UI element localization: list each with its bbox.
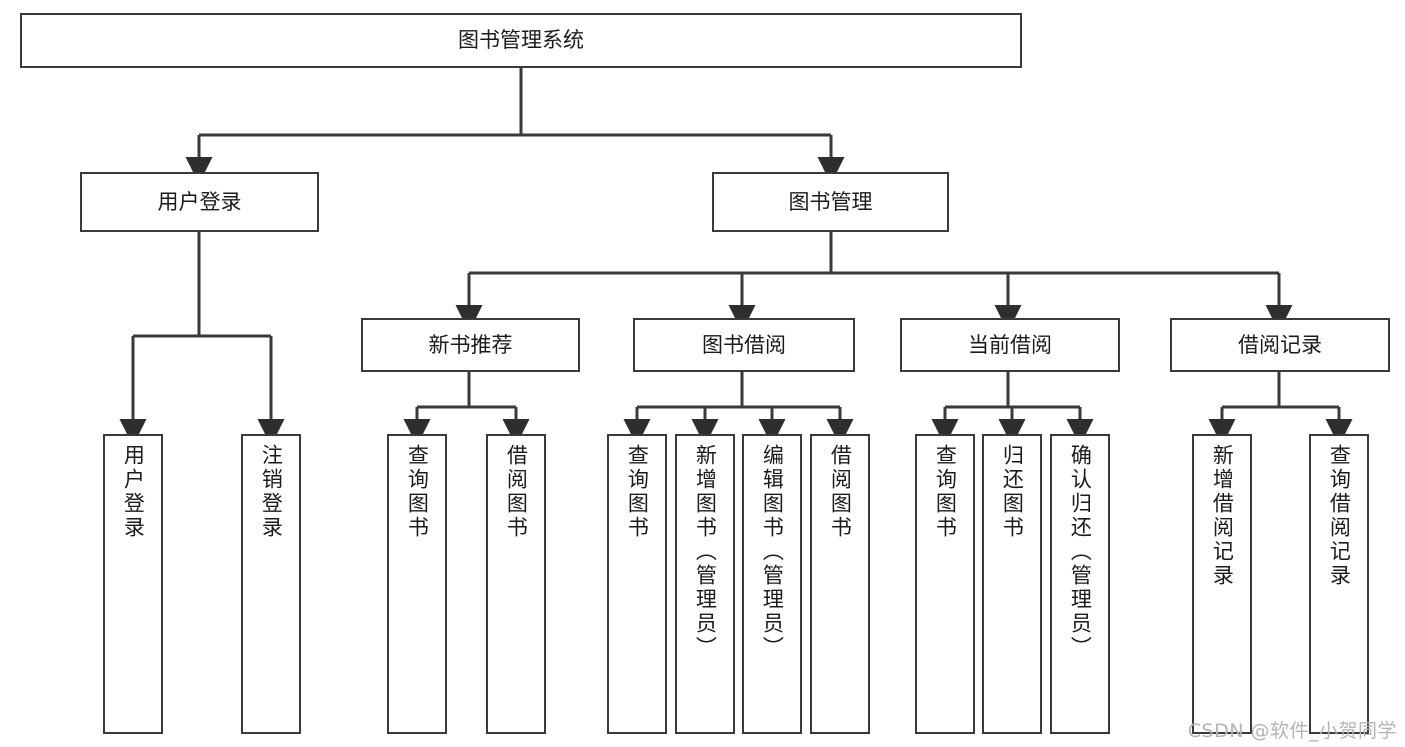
node-current-borrow-label: 当前借阅	[968, 332, 1052, 357]
node-leaf-return-book[interactable]: 归还图书	[982, 434, 1042, 734]
node-leaf-query-book-borrow[interactable]: 查询图书	[607, 434, 667, 734]
node-leaf-query-borrow-record[interactable]: 查询借阅记录	[1309, 434, 1369, 734]
node-user-login-label: 用户登录	[157, 189, 242, 214]
node-new-book-recommend[interactable]: 新书推荐	[361, 318, 580, 372]
node-leaf-return-book-label: 归还图书	[1000, 444, 1025, 540]
node-leaf-confirm-return-admin[interactable]: 确认归还（管理员）	[1050, 434, 1110, 734]
node-user-login[interactable]: 用户登录	[80, 172, 319, 232]
node-leaf-logout-label: 注销登录	[259, 444, 284, 540]
node-leaf-query-book-current[interactable]: 查询图书	[915, 434, 975, 734]
node-leaf-borrow-book-newbook[interactable]: 借阅图书	[486, 434, 546, 734]
node-leaf-borrow-book[interactable]: 借阅图书	[810, 434, 870, 734]
node-leaf-add-book-admin-label: 新增图书（管理员）	[693, 444, 718, 660]
node-leaf-add-book-admin[interactable]: 新增图书（管理员）	[675, 434, 735, 734]
node-leaf-query-book-current-label: 查询图书	[933, 444, 958, 540]
node-book-management-label: 图书管理	[788, 189, 873, 214]
node-leaf-query-book-newbook-label: 查询图书	[405, 444, 430, 540]
node-root-label: 图书管理系统	[458, 28, 584, 53]
csdn-watermark: CSDN @软件_小贺同学	[1187, 720, 1397, 742]
node-book-borrow-label: 图书借阅	[702, 332, 786, 357]
node-leaf-borrow-book-label: 借阅图书	[828, 444, 853, 540]
node-new-book-recommend-label: 新书推荐	[428, 332, 513, 357]
node-leaf-logout[interactable]: 注销登录	[241, 434, 301, 734]
node-root-book-management-system[interactable]: 图书管理系统	[20, 13, 1022, 68]
node-leaf-query-book-borrow-label: 查询图书	[625, 444, 650, 540]
node-leaf-confirm-return-admin-label: 确认归还（管理员）	[1068, 444, 1093, 660]
node-leaf-add-borrow-record[interactable]: 新增借阅记录	[1192, 434, 1252, 734]
node-leaf-query-book-newbook[interactable]: 查询图书	[387, 434, 447, 734]
node-book-borrow[interactable]: 图书借阅	[633, 318, 855, 372]
node-borrow-records-label: 借阅记录	[1238, 332, 1322, 357]
node-leaf-user-login-label: 用户登录	[121, 444, 146, 540]
node-leaf-user-login[interactable]: 用户登录	[103, 434, 163, 734]
node-leaf-borrow-book-newbook-label: 借阅图书	[504, 444, 529, 540]
node-borrow-records[interactable]: 借阅记录	[1170, 318, 1390, 372]
node-leaf-edit-book-admin-label: 编辑图书（管理员）	[760, 444, 785, 660]
node-leaf-edit-book-admin[interactable]: 编辑图书（管理员）	[742, 434, 802, 734]
node-leaf-add-borrow-record-label: 新增借阅记录	[1210, 444, 1235, 588]
node-current-borrow[interactable]: 当前借阅	[900, 318, 1120, 372]
node-book-management[interactable]: 图书管理	[712, 172, 949, 232]
node-leaf-query-borrow-record-label: 查询借阅记录	[1327, 444, 1352, 588]
